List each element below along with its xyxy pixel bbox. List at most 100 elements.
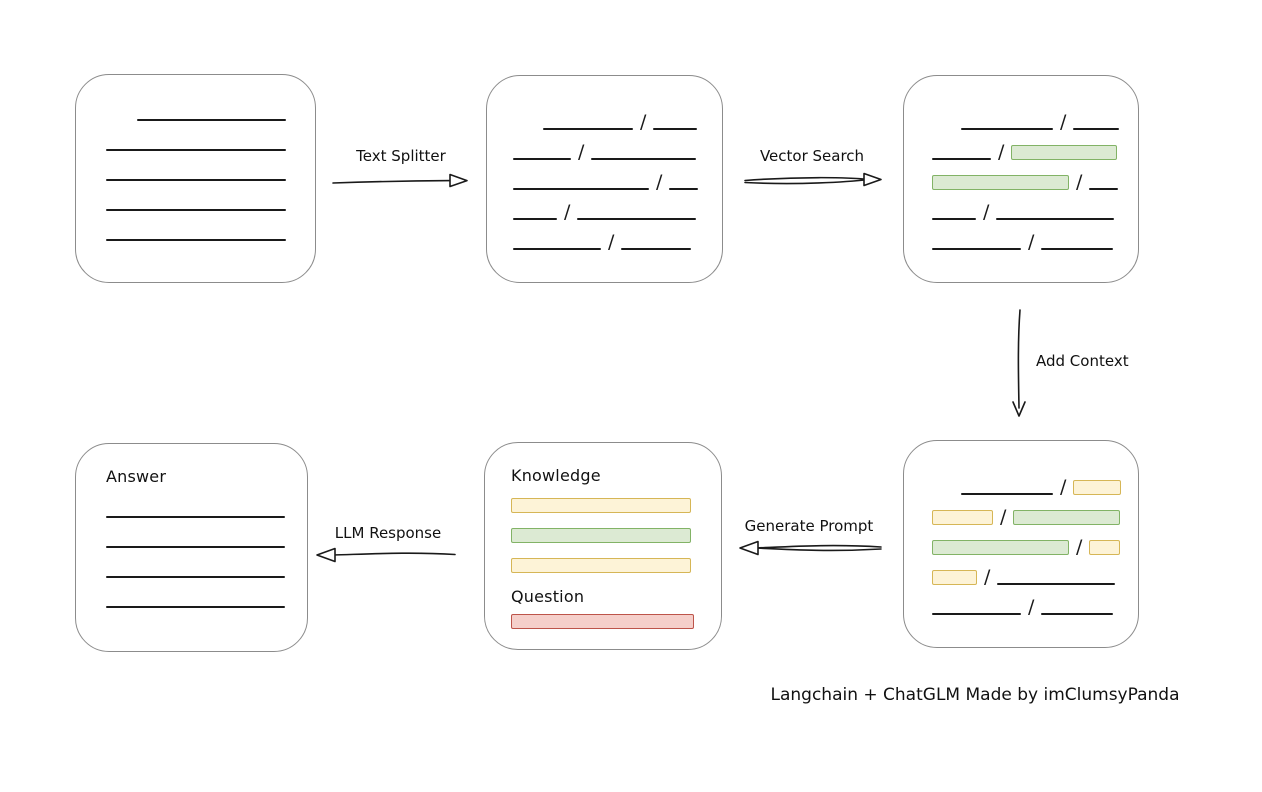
- split-chunks-node: /////: [486, 75, 723, 283]
- text-line-segment: [932, 158, 991, 160]
- text-line-segment: [106, 546, 285, 548]
- text-splitter-label: Text Splitter: [356, 147, 446, 165]
- chunk-row: [106, 578, 307, 608]
- slash-separator: /: [1060, 476, 1067, 498]
- chunk-rows: /////: [932, 100, 1138, 253]
- chunk-row: /: [932, 130, 1138, 162]
- slash-separator: /: [656, 171, 663, 193]
- chunk-row: /: [932, 160, 1138, 193]
- chunk-row: [511, 528, 721, 543]
- slash-separator: /: [1060, 111, 1067, 133]
- vector-search-arrow-icon: [744, 172, 882, 187]
- chunk-rows: /////: [513, 100, 722, 253]
- question-bars: [511, 614, 721, 629]
- text-splitter-arrow-icon: [332, 173, 468, 188]
- text-line-segment: [1041, 248, 1114, 250]
- chunk-row: /: [932, 585, 1138, 618]
- slash-separator: /: [1076, 171, 1083, 193]
- text-line-segment: [106, 239, 286, 241]
- text-line-segment: [577, 218, 697, 220]
- text-line-segment: [996, 218, 1115, 220]
- slash-separator: /: [984, 566, 991, 588]
- slash-separator: /: [1000, 506, 1007, 528]
- chunk-row: /: [932, 220, 1138, 253]
- chunk-row: /: [932, 495, 1138, 528]
- chunk-row: /: [932, 100, 1138, 133]
- slash-separator: /: [640, 111, 647, 133]
- text-line-segment: [543, 128, 633, 130]
- source-document-node: [75, 74, 316, 283]
- llm-response-label: LLM Response: [334, 524, 442, 542]
- text-line-segment: [106, 576, 285, 578]
- yellow-chunk: [511, 498, 691, 513]
- chunk-row: [106, 518, 307, 548]
- document-lines: [106, 91, 315, 241]
- chunk-row: [511, 558, 721, 573]
- chunk-row: /: [932, 525, 1138, 557]
- slash-separator: /: [608, 231, 615, 253]
- green-chunk: [1011, 145, 1118, 160]
- prompt-node: Knowledge Question: [484, 442, 722, 650]
- green-chunk: [932, 540, 1069, 555]
- chunk-row: /: [932, 465, 1138, 498]
- context-chunks-node: /////: [903, 440, 1139, 648]
- chunk-row: [106, 91, 315, 121]
- chunk-row: [106, 488, 307, 518]
- chunk-row: /: [932, 190, 1138, 223]
- add-context-arrow-icon: [1012, 309, 1026, 417]
- text-line-segment: [513, 158, 571, 160]
- chunk-row: [106, 211, 315, 241]
- generate-prompt-arrow-icon: [739, 540, 882, 556]
- text-line-segment: [106, 209, 286, 211]
- chunk-row: /: [513, 160, 722, 193]
- chunk-row: /: [513, 220, 722, 253]
- knowledge-bars: [511, 498, 721, 573]
- yellow-chunk: [1089, 540, 1121, 555]
- text-line-segment: [932, 248, 1021, 250]
- text-line-segment: [1073, 128, 1120, 130]
- green-chunk: [511, 528, 691, 543]
- knowledge-heading: Knowledge: [511, 466, 601, 485]
- text-line-segment: [513, 188, 649, 190]
- text-line-segment: [669, 188, 699, 190]
- slash-separator: /: [1028, 231, 1035, 253]
- chunk-row: [106, 181, 315, 211]
- answer-node: Answer: [75, 443, 308, 652]
- chunk-row: /: [513, 130, 722, 162]
- chunk-row: [106, 548, 307, 578]
- chunk-row: [511, 498, 721, 513]
- text-line-segment: [106, 606, 285, 608]
- text-line-segment: [591, 158, 697, 160]
- text-line-segment: [961, 493, 1053, 495]
- chunk-row: [511, 614, 721, 629]
- chunk-row: /: [513, 100, 722, 133]
- slash-separator: /: [983, 201, 990, 223]
- text-line-segment: [997, 583, 1116, 585]
- vector-search-results-node: /////: [903, 75, 1139, 283]
- text-line-segment: [621, 248, 692, 250]
- text-line-segment: [137, 119, 286, 121]
- chunk-row: [106, 151, 315, 181]
- chunk-row: /: [513, 190, 722, 223]
- text-line-segment: [106, 516, 285, 518]
- text-line-segment: [106, 179, 286, 181]
- text-line-segment: [653, 128, 698, 130]
- add-context-label: Add Context: [1036, 352, 1129, 370]
- vector-search-label: Vector Search: [759, 147, 865, 165]
- answer-heading: Answer: [106, 467, 167, 486]
- chunk-row: /: [932, 555, 1138, 588]
- slash-separator: /: [1028, 596, 1035, 618]
- text-line-segment: [932, 613, 1021, 615]
- yellow-chunk: [1073, 480, 1122, 495]
- llm-response-arrow-icon: [316, 547, 456, 563]
- yellow-chunk: [932, 510, 993, 525]
- text-line-segment: [513, 248, 601, 250]
- text-line-segment: [932, 218, 976, 220]
- text-line-segment: [1089, 188, 1119, 190]
- text-line-segment: [1041, 613, 1114, 615]
- text-line-segment: [961, 128, 1053, 130]
- slash-separator: /: [564, 201, 571, 223]
- chunk-row: [106, 121, 315, 151]
- green-chunk: [932, 175, 1069, 190]
- text-line-segment: [513, 218, 557, 220]
